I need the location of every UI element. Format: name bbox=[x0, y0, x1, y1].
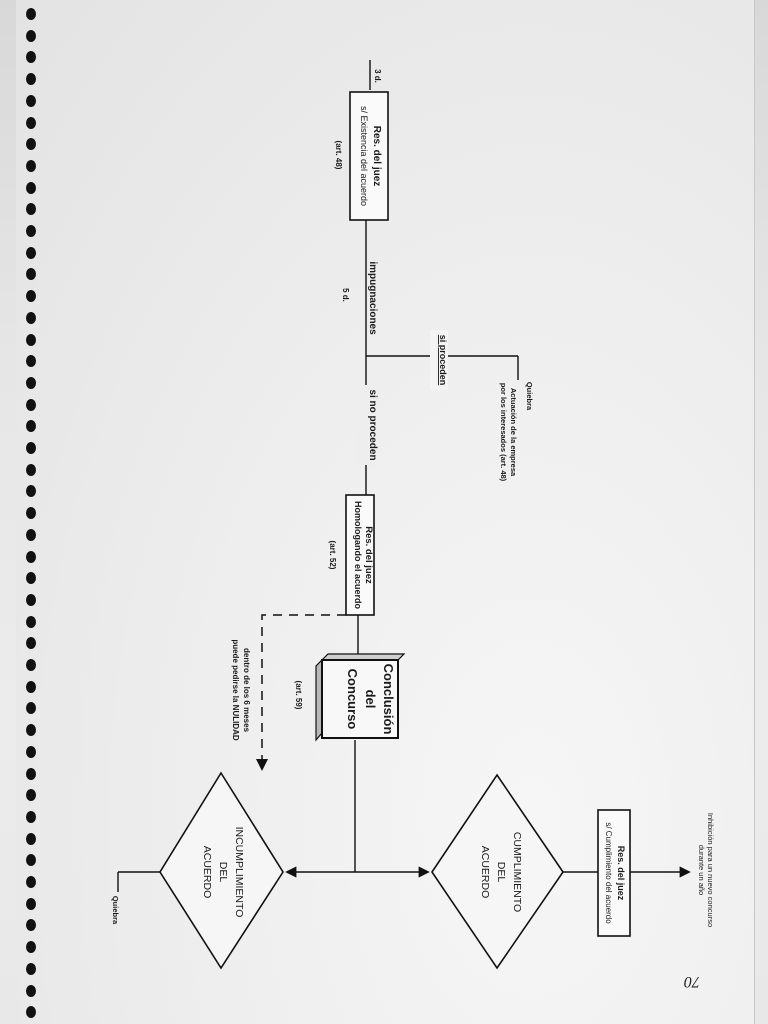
art-48-label: (art. 48) bbox=[334, 141, 343, 170]
incumplimiento-line2: DEL bbox=[217, 862, 229, 883]
binding-hole bbox=[26, 73, 36, 86]
binding-hole bbox=[26, 528, 36, 541]
binding-hole bbox=[26, 702, 36, 715]
binding-hole bbox=[26, 355, 36, 368]
term-5-days: 5 d. bbox=[341, 288, 350, 302]
res-juez-existencia-line2: s/ Existencia del acuerdo bbox=[359, 106, 369, 206]
binding-hole bbox=[26, 138, 36, 151]
inhibicion-line1: Inhibición para un nuevo concurso bbox=[706, 813, 715, 927]
binding-hole bbox=[26, 507, 36, 520]
binding-hole bbox=[26, 181, 36, 194]
si-no-proceden-label-bg bbox=[356, 385, 376, 465]
res-juez-homologando-line2: Homologando el acuerdo bbox=[353, 501, 363, 610]
binding-hole bbox=[26, 376, 36, 389]
conclusion-concurso-box: Conclusión del Concurso bbox=[315, 653, 406, 742]
page-number: 70 bbox=[684, 973, 700, 990]
res-juez-cumplimiento-line2: s/ Cumplimiento del acuerdo bbox=[604, 822, 613, 924]
art-59-label: (art. 59) bbox=[294, 681, 303, 710]
quiebra-result-1: Quiebra bbox=[525, 382, 534, 411]
cumplimiento-line2: DEL bbox=[495, 862, 507, 883]
binding-hole bbox=[26, 637, 36, 650]
binding-hole bbox=[26, 94, 36, 107]
conclusion-line3: Concurso bbox=[345, 669, 360, 730]
res-juez-cumplimiento-box: Res. del juez s/ Cumplimiento del acuerd… bbox=[597, 809, 631, 937]
cumplimiento-diamond: CUMPLIMIENTO DEL ACUERDO bbox=[431, 773, 564, 970]
binding-hole bbox=[26, 832, 36, 845]
binding-hole bbox=[26, 984, 36, 997]
binding-hole bbox=[26, 1006, 36, 1019]
res-juez-existencia-box: Res. del juez s/ Existencia del acuerdo bbox=[349, 91, 389, 221]
binding-hole bbox=[26, 745, 36, 758]
binding-hole bbox=[26, 550, 36, 563]
binding-hole bbox=[26, 659, 36, 671]
binding-hole bbox=[26, 290, 36, 303]
binding-hole bbox=[26, 159, 36, 172]
conclusion-line1: Conclusión bbox=[381, 664, 396, 735]
nulidad-note-line1: dentro de los 6 meses bbox=[242, 648, 251, 733]
res-juez-homologando-line1: Res. del juez bbox=[363, 526, 374, 584]
binding-hole bbox=[26, 8, 36, 20]
incumplimiento-line1: INCUMPLIMIENTO bbox=[233, 827, 245, 918]
binding-hole bbox=[26, 810, 36, 823]
binding-hole bbox=[26, 615, 36, 628]
inhibicion-line2: durante un año bbox=[697, 845, 706, 895]
binding-hole bbox=[26, 442, 36, 454]
incumplimiento-line3: ACUERDO bbox=[201, 846, 213, 899]
impugnaciones-label: impugnaciones bbox=[367, 261, 378, 335]
binding-hole bbox=[26, 116, 36, 129]
binding-hole bbox=[26, 51, 36, 64]
binding-hole bbox=[26, 268, 36, 281]
binding-hole bbox=[26, 876, 36, 888]
res-juez-cumplimiento-line1: Res. del juez bbox=[616, 846, 626, 901]
si-proceden-label: si proceden bbox=[438, 335, 448, 386]
actuacion-empresa-line1: Actuación de la empresa bbox=[509, 388, 518, 477]
term-3-days: 3 d. bbox=[373, 69, 382, 83]
binding-hole bbox=[26, 463, 36, 476]
incumplimiento-diamond: INCUMPLIMIENTO DEL ACUERDO bbox=[159, 771, 284, 970]
binding-hole bbox=[26, 724, 36, 737]
binding-hole bbox=[26, 941, 36, 954]
nulidad-dashed-path bbox=[256, 614, 346, 771]
binding-hole bbox=[26, 485, 36, 498]
binding-hole bbox=[26, 420, 36, 433]
art-52-label: (art. 52) bbox=[328, 541, 337, 570]
nulidad-note-line2: puede pedirse la NULIDAD bbox=[231, 639, 240, 741]
binding-hole bbox=[26, 680, 36, 693]
binding-hole bbox=[26, 789, 36, 802]
binding-hole bbox=[26, 29, 36, 42]
actuacion-empresa-line2: por los interesados (art. 48) bbox=[499, 383, 508, 482]
cumplimiento-line1: CUMPLIMIENTO bbox=[511, 832, 523, 912]
binding-hole bbox=[26, 919, 36, 932]
binding-hole bbox=[26, 398, 36, 411]
binding-hole bbox=[26, 854, 36, 867]
binding-hole bbox=[26, 246, 36, 259]
binding-hole bbox=[26, 767, 36, 780]
res-juez-existencia-line1: Res. del juez bbox=[371, 126, 382, 187]
cumplimiento-line3: ACUERDO bbox=[479, 846, 491, 899]
binding-hole bbox=[26, 897, 36, 910]
si-no-proceden-label: si no proceden bbox=[367, 389, 378, 460]
res-juez-homologando-box: Res. del juez Homologando el acuerdo bbox=[345, 494, 375, 616]
si-proceden-label-bg bbox=[430, 330, 448, 390]
binding-hole bbox=[26, 311, 36, 324]
binding-hole bbox=[26, 572, 36, 585]
binding-hole bbox=[26, 333, 36, 346]
binding-hole bbox=[26, 962, 36, 975]
binding-hole bbox=[26, 203, 36, 216]
quiebra-result-2: Quiebra bbox=[111, 896, 120, 925]
binding-hole bbox=[26, 225, 36, 237]
binding-hole bbox=[26, 593, 36, 606]
conclusion-line2: del bbox=[363, 690, 378, 709]
